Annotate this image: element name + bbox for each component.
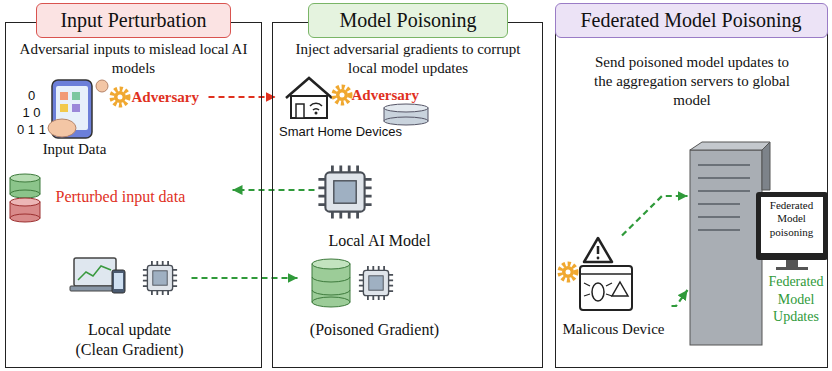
dashed-arrow xyxy=(192,277,298,279)
adversary-phone: 01 00 1 1 AdversaryInput Data xyxy=(12,80,209,162)
local-update: Local update (Clean Gradient) xyxy=(70,252,192,362)
poisoned-gradient: (Poisoned Gradient) xyxy=(298,256,454,345)
annotation-label: Federated Model Updates xyxy=(766,273,826,326)
adversary-store: Adversary xyxy=(334,84,430,124)
house-icon xyxy=(286,78,332,118)
panel-heading: Federated Model Poisoning xyxy=(580,8,801,33)
node-text: Federated Model poisoning xyxy=(760,199,824,240)
header-tab: Federated Model Poisoning xyxy=(555,3,828,38)
header-tab: Input Perturbation xyxy=(36,3,231,38)
device-icons xyxy=(70,258,125,293)
node-text: Local AI Model xyxy=(315,231,445,251)
node-text: Smart Home Devices xyxy=(276,124,406,140)
database-icon xyxy=(10,174,40,222)
node-text: 0 xyxy=(12,88,52,104)
warning-icon xyxy=(584,238,612,262)
node-text: Send poisoned model updates to the aggre… xyxy=(592,53,792,109)
dashed-arrow xyxy=(209,96,276,98)
node-text: (Poisoned Gradient) xyxy=(298,320,452,340)
dashed-arrow xyxy=(672,290,688,306)
dashed-arrow xyxy=(622,196,688,236)
header-tab: Model Poisoning xyxy=(308,3,508,38)
panel: Adversarial inputs to mislead local AI m… xyxy=(5,22,262,368)
panel-heading: Model Poisoning xyxy=(339,8,476,33)
node-text: Adversary xyxy=(132,88,207,107)
panel-heading: Input Perturbation xyxy=(60,8,206,33)
panel: Inject adversarial gradients to corrupt … xyxy=(272,22,543,368)
node-text: Malicous Device xyxy=(558,320,670,339)
dashed-arrow xyxy=(233,189,315,191)
local-ai-model: Local AI Model xyxy=(315,165,447,253)
node-text: Inject adversarial gradients to corrupt … xyxy=(288,40,528,78)
node-text: Local update (Clean Gradient) xyxy=(70,320,190,360)
malicious-device: Malicous Device xyxy=(558,236,672,342)
node-text: Adversary xyxy=(352,86,428,105)
node-text: Adversarial inputs to mislead local AI m… xyxy=(16,40,251,78)
perturbed-data: Perturbed input data xyxy=(8,172,233,222)
node-text: Input Data xyxy=(30,140,120,159)
node-text: 0 1 1 xyxy=(12,122,52,138)
server-icon xyxy=(690,142,828,345)
database-icon xyxy=(312,259,350,307)
smart-home: Smart Home Devices xyxy=(276,72,408,142)
storage-cylinder xyxy=(384,104,428,125)
malicious-device-icon xyxy=(580,266,632,310)
phone-illustration xyxy=(48,80,108,138)
node-text: 1 0 xyxy=(12,105,52,121)
node-text: Perturbed input data xyxy=(56,187,231,207)
